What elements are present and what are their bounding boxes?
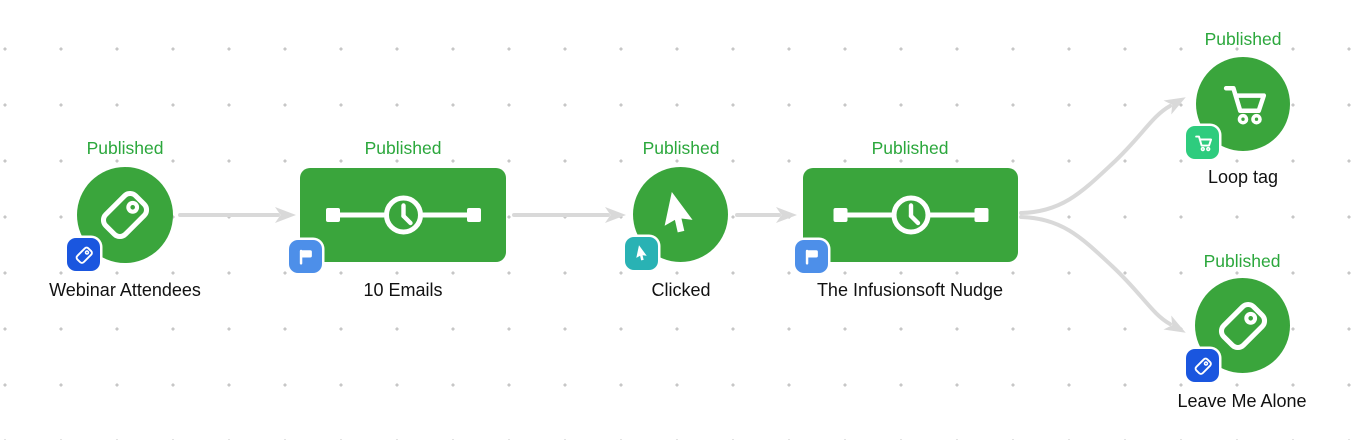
connector-nudge-to-looptag bbox=[1019, 97, 1186, 215]
tag-badge bbox=[1186, 349, 1219, 382]
tag-icon bbox=[1218, 301, 1267, 350]
tag-icon bbox=[100, 190, 150, 240]
node-label: Clicked bbox=[651, 280, 711, 300]
node-label: Webinar Attendees bbox=[49, 280, 201, 300]
sequence-timer-icon bbox=[833, 195, 988, 235]
cart-badge bbox=[1186, 126, 1219, 159]
cart-icon bbox=[1223, 86, 1267, 125]
flag-icon bbox=[299, 249, 312, 265]
status-published: Published bbox=[1204, 29, 1282, 49]
tag-badge bbox=[67, 238, 100, 271]
cart-icon bbox=[1194, 135, 1212, 151]
status-published: Published bbox=[1203, 251, 1281, 271]
node-10-emails[interactable] bbox=[300, 168, 506, 262]
flag-badge bbox=[289, 240, 322, 273]
node-label: Loop tag bbox=[1207, 167, 1279, 187]
tag-icon bbox=[75, 246, 93, 264]
flag-badge bbox=[795, 240, 828, 273]
node-infusionsoft-nudge[interactable] bbox=[803, 168, 1018, 262]
status-published: Published bbox=[871, 138, 949, 158]
node-label: 10 Emails bbox=[363, 280, 443, 300]
cursor-icon bbox=[635, 244, 647, 260]
flag-icon bbox=[805, 249, 818, 265]
status-published: Published bbox=[364, 138, 442, 158]
cursor-icon bbox=[664, 191, 693, 232]
status-published: Published bbox=[86, 138, 164, 158]
cursor-badge bbox=[625, 237, 658, 270]
node-label: Leave Me Alone bbox=[1177, 391, 1307, 411]
sequence-timer-icon bbox=[325, 195, 481, 235]
tag-icon bbox=[1194, 357, 1212, 375]
status-published: Published bbox=[642, 138, 720, 158]
node-label: The Infusionsoft Nudge bbox=[816, 280, 1004, 300]
